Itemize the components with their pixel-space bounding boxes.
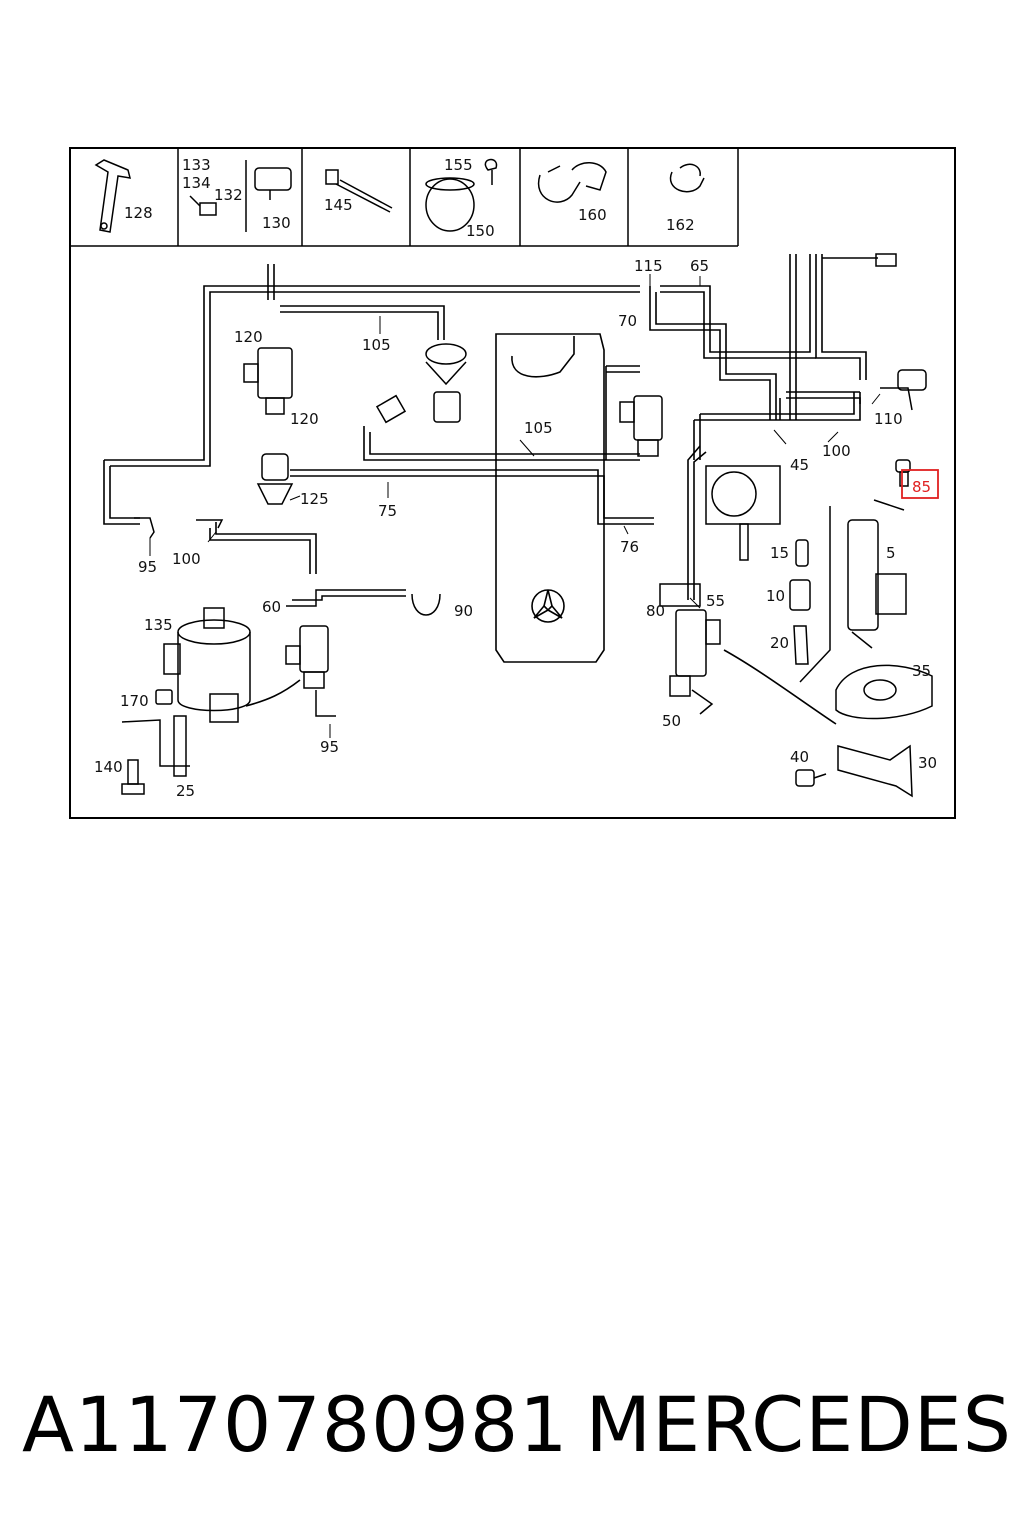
callout-100: 100 xyxy=(172,550,201,568)
callout-170: 170 xyxy=(120,692,149,710)
small-parts-15-10-20 xyxy=(789,539,811,665)
cable-tie-145-icon xyxy=(325,169,393,213)
legend-callout-155: 155 xyxy=(444,156,473,174)
callout-50: 50 xyxy=(662,712,681,730)
manifold-outline xyxy=(495,333,605,663)
callout-115: 115 xyxy=(634,257,663,275)
leader-lines xyxy=(149,274,881,738)
callout-5: 5 xyxy=(886,544,896,562)
callout-95: 95 xyxy=(320,738,339,756)
callout-20: 20 xyxy=(770,634,789,652)
clamp-160-icon xyxy=(537,162,607,203)
callout-15: 15 xyxy=(770,544,789,562)
callout-80: 80 xyxy=(646,602,665,620)
callout-70: 70 xyxy=(618,312,637,330)
pump-135 xyxy=(121,607,251,795)
callout-75: 75 xyxy=(378,502,397,520)
highlight-box xyxy=(901,469,939,499)
callout-10: 10 xyxy=(766,587,785,605)
callout-55: 55 xyxy=(706,592,725,610)
callout-100: 100 xyxy=(822,442,851,460)
legend-callout-128: 128 xyxy=(124,204,153,222)
caption-bar: A1170780981 MERCEDES xyxy=(22,1370,1012,1480)
callout-90: 90 xyxy=(454,602,473,620)
diagram-frame xyxy=(69,147,956,819)
callout-65: 65 xyxy=(690,257,709,275)
legend-callout-145: 145 xyxy=(324,196,353,214)
clip-162-icon xyxy=(669,163,705,193)
vacuum-unit-center xyxy=(375,343,467,424)
mercedes-star-logo xyxy=(531,589,565,623)
callout-85: 85 xyxy=(912,478,931,496)
callout-120: 120 xyxy=(234,328,263,346)
fitting-95-left xyxy=(134,517,155,539)
legend-strip xyxy=(70,148,739,247)
legend-callout-130: 130 xyxy=(262,214,291,232)
callout-105: 105 xyxy=(362,336,391,354)
valve-55-assembly xyxy=(659,583,721,715)
callout-25: 25 xyxy=(176,782,195,800)
callout-45: 45 xyxy=(790,456,809,474)
connector-110 xyxy=(875,253,927,411)
brand-name: MERCEDES xyxy=(585,1380,1012,1469)
fitting-100-left xyxy=(196,519,224,529)
part-number: A1170780981 xyxy=(22,1380,569,1469)
valve-lower-left xyxy=(285,589,441,717)
hose-network xyxy=(103,254,878,600)
legend-callout-162: 162 xyxy=(666,216,695,234)
legend-callout-160: 160 xyxy=(578,206,607,224)
callout-30: 30 xyxy=(918,754,937,772)
bracket-128-icon xyxy=(94,159,132,233)
callout-76: 76 xyxy=(620,538,639,556)
assembly-arrow-left xyxy=(245,679,301,707)
pressure-converter-5 xyxy=(799,499,907,683)
callout-95: 95 xyxy=(138,558,157,576)
assembly-arrow-right xyxy=(723,649,837,725)
callout-110: 110 xyxy=(874,410,903,428)
valve-center-right xyxy=(619,395,663,457)
bolt-85 xyxy=(895,459,911,487)
bracket-30 xyxy=(795,744,913,798)
callout-60: 60 xyxy=(262,598,281,616)
bracket-35 xyxy=(835,664,933,720)
callout-105: 105 xyxy=(524,419,553,437)
callout-120: 120 xyxy=(290,410,319,428)
valve-upper-left xyxy=(243,347,294,505)
legend-callout-133: 133 xyxy=(182,156,211,174)
callout-135: 135 xyxy=(144,616,173,634)
callout-125: 125 xyxy=(300,490,329,508)
callout-35: 35 xyxy=(912,662,931,680)
callout-140: 140 xyxy=(94,758,123,776)
vacuum-pump-center xyxy=(705,465,781,561)
legend-callout-150: 150 xyxy=(466,222,495,240)
reservoir-150-icon xyxy=(425,158,498,232)
legend-callout-134: 134 xyxy=(182,174,211,192)
pressure-sensor-130-icon xyxy=(189,160,292,232)
callout-40: 40 xyxy=(790,748,809,766)
legend-callout-132: 132 xyxy=(214,186,243,204)
